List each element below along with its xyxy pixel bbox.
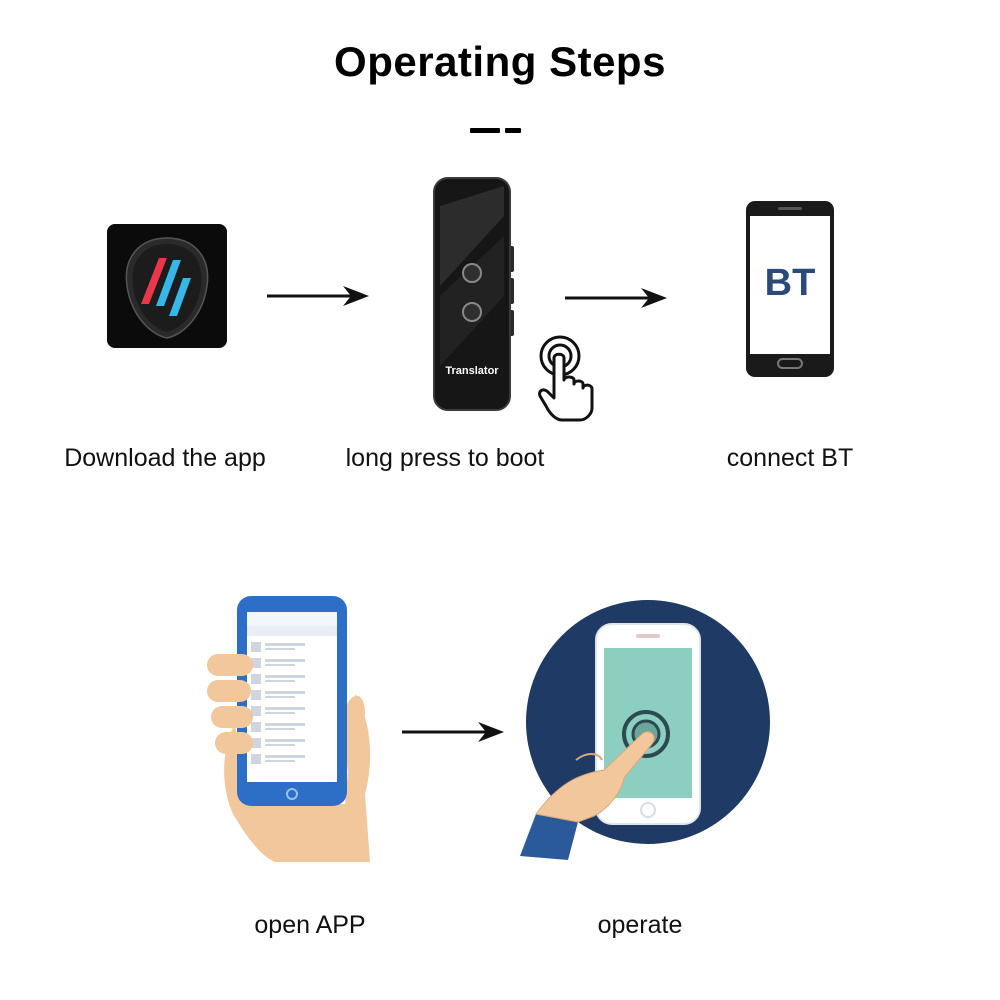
bt-screen-text: BT (764, 262, 816, 304)
press-hand-icon (538, 335, 594, 422)
step-label-boot: long press to boot (345, 444, 545, 472)
arrow-right-icon (565, 288, 667, 308)
arrow-right-icon (267, 286, 369, 306)
device-label: Translator (445, 365, 499, 377)
title-divider-short (505, 128, 521, 133)
step-label-open-app: open APP (254, 911, 366, 939)
step-label-connect: connect BT (726, 444, 854, 472)
app-icon (107, 224, 227, 348)
title-divider-long (470, 128, 500, 133)
phone-bt-icon (746, 201, 834, 377)
step-label-download: Download the app (64, 444, 266, 472)
step-label-operate: operate (597, 911, 683, 939)
finger-tap-phone-icon (520, 600, 770, 860)
page-title: Operating Steps (334, 38, 666, 85)
arrow-right-icon (402, 722, 504, 742)
hand-holding-phone-icon (207, 596, 371, 862)
translator-device-icon (433, 177, 514, 411)
